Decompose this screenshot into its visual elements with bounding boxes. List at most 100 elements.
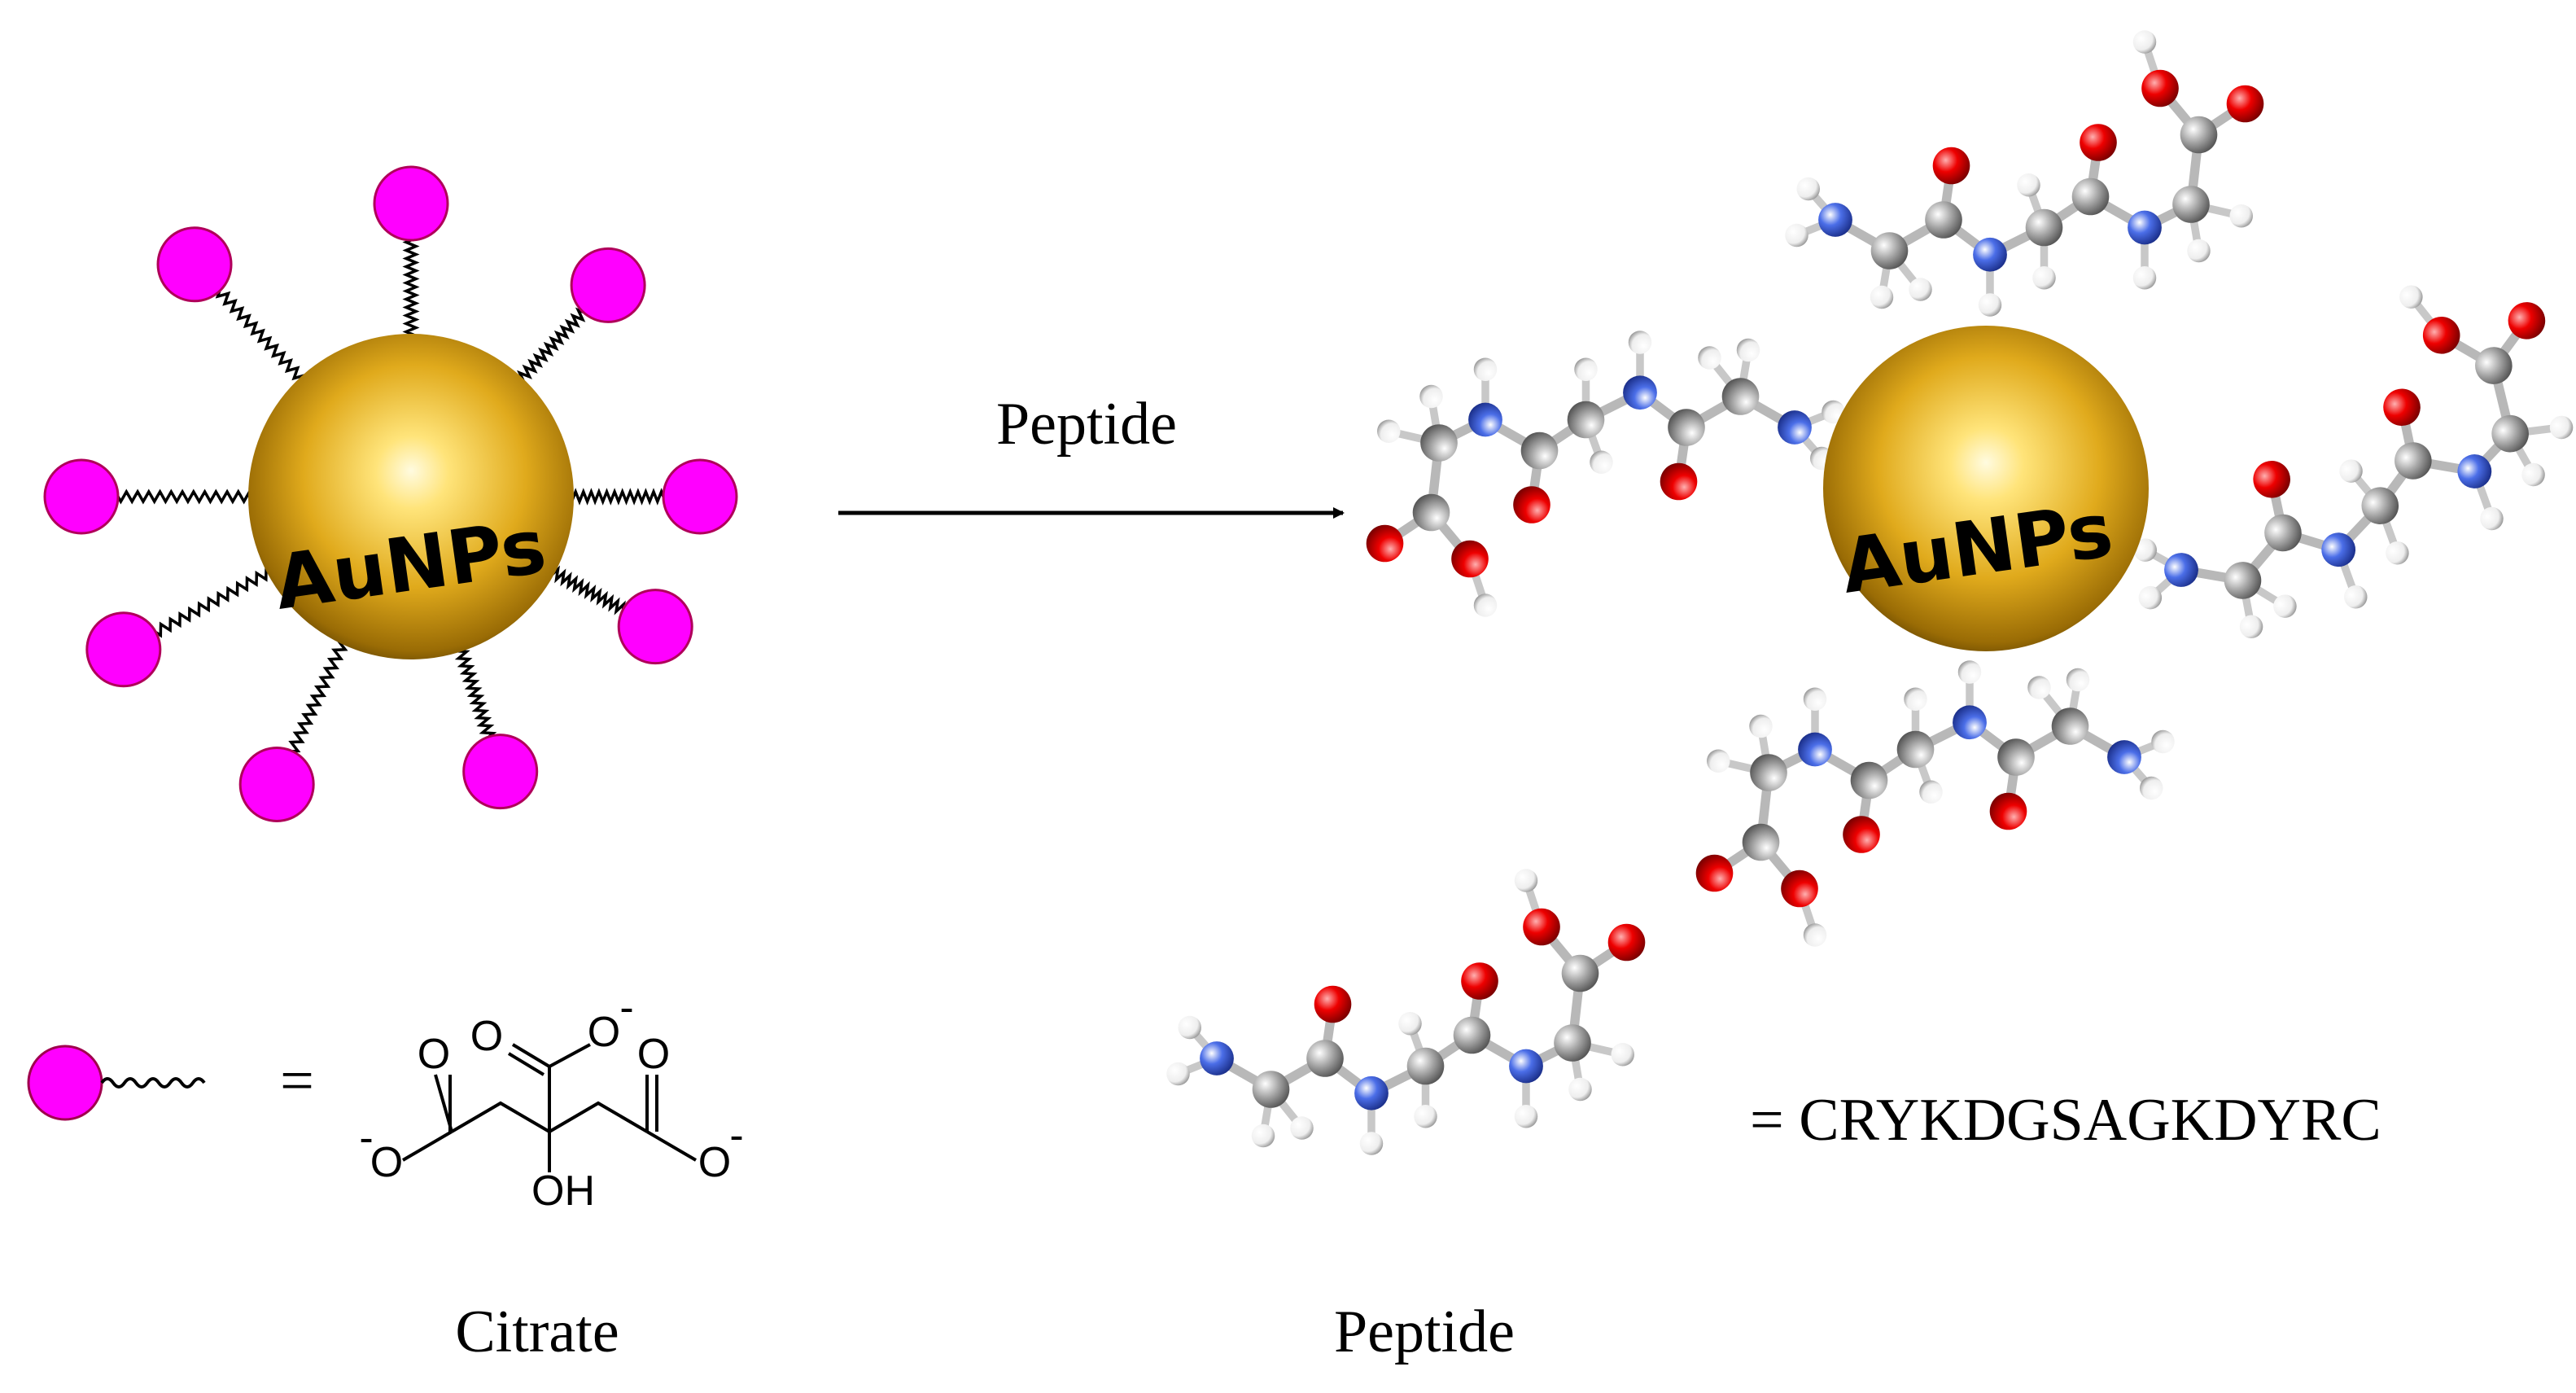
oxygen-atom [1366,524,1404,563]
hydrogen-atom [2132,30,2157,54]
nitrogen-atom [1973,237,2007,272]
nitrogen-atom [1798,732,1832,767]
citrate-legend: = O O - O O - O O - OH Citrate [27,984,744,1365]
carbon-atom [1721,378,1760,415]
ligand-head-1 [373,165,449,242]
oxygen-atom [2422,316,2460,354]
citrate-caption: Citrate [455,1299,619,1365]
hydrogen-atom [2239,615,2263,639]
hydrogen-atom [2399,285,2423,309]
ligand-tail-icon [100,1077,206,1089]
hydrogen-atom [1166,1062,1190,1086]
peptide-legend: = CRYKDGSAGKDYRC Peptide [1166,869,2381,1365]
ligand-tail-8 [288,638,348,753]
hydrogen-atom [2138,585,2163,610]
hydrogen-atom [1909,278,1932,301]
peptide-caption: Peptide [1334,1299,1515,1365]
nitrogen-atom [2164,553,2198,587]
oxygen-atom [2253,460,2290,498]
oxygen-atom [1314,985,1352,1023]
carbon-atom [1896,730,1935,769]
nitrogen-atom [2457,454,2492,488]
citrate-o-top-charge: O [588,1009,620,1056]
ligand-head-icon [27,1045,103,1121]
citrate-o-left-charge: O [370,1139,403,1186]
hydrogen-atom [1398,1012,1422,1036]
hydrogen-atom [1473,357,1498,381]
hydrogen-atom [2339,459,2363,483]
ligand-head-3 [570,247,646,323]
carbon-atom [1668,409,1705,446]
hydrogen-atom [2229,204,2253,228]
ligand-tail-2 [215,291,308,381]
carbon-atom [2025,208,2063,247]
oxygen-atom [2508,302,2546,339]
oxygen-atom [1523,908,1560,946]
hydrogen-atom [2344,585,2368,609]
gold-nanoparticle-left [248,334,574,659]
citrate-oh: OH [531,1167,595,1215]
hydrogen-atom [2521,462,2545,487]
peptide-ball-stick-model [1166,869,1646,1155]
hydrogen-atom [2187,239,2211,263]
oxygen-atom [1932,147,1970,185]
carbon-atom [1750,754,1787,791]
hydrogen-atom [1698,346,1721,370]
nitrogen-atom [1509,1049,1543,1084]
citrate-structure [401,1043,698,1172]
hydrogen-atom [2549,415,2574,440]
carbon-atom [2491,414,2529,453]
oxygen-atom [1451,540,1489,578]
citrate-minus-top: - [619,984,633,1032]
hydrogen-atom [1514,1105,1538,1128]
hydrogen-atom [1822,400,1845,424]
hydrogen-atom [1290,1116,1314,1140]
citrate-ligands [43,165,738,822]
oxygen-atom [1843,816,1880,853]
hydrogen-atom [1628,331,1652,354]
carbon-atom [1870,232,1909,269]
ligand-head-7 [617,589,693,665]
carbon-atom [1561,954,1599,992]
nitrogen-atom [2107,740,2141,774]
nitrogen-atom [1623,375,1657,410]
carbon-atom [2224,562,2262,599]
peptide-bottom [1695,660,2175,947]
hydrogen-atom [1359,1132,1384,1155]
carbon-atom [2172,186,2210,223]
ligand-head-2 [156,226,233,303]
hydrogen-atom [2151,729,2175,754]
hydrogen-atom [1414,1105,1437,1128]
oxygen-atom [2080,124,2117,161]
nitrogen-atom [2321,532,2356,567]
ligand-head-4 [43,458,120,535]
ligand-tail-7 [548,565,626,615]
bound-peptides [1366,30,2574,947]
carbon-atom [1406,1047,1445,1085]
carbon-atom [1742,823,1780,861]
hydrogen-atom [2386,541,2409,565]
carbon-atom [2264,514,2302,552]
citrate-equals: = [280,1048,314,1115]
carbon-atom [1925,201,1962,239]
hydrogen-atom [1178,1015,1201,1040]
citrate-minus-right: - [729,1112,743,1159]
hydrogen-atom [1803,923,1827,947]
ligand-head-5 [662,458,738,535]
hydrogen-atom [2480,506,2504,531]
ligand-head-6 [85,611,162,688]
oxygen-atom [1461,962,1498,1000]
nitrogen-atom [1953,705,1987,740]
oxygen-atom [1660,462,1698,501]
hydrogen-atom [1251,1124,1275,1148]
oxygen-atom [1781,870,1818,908]
hydrogen-atom [2132,266,2157,290]
oxygen-atom [2383,388,2421,427]
hydrogen-atom [1514,869,1538,892]
ligand-head-9 [462,734,539,810]
hydrogen-atom [2017,173,2040,197]
oxygen-atom [2226,85,2264,123]
carbon-atom [2180,116,2218,154]
ligand-tail-3 [517,307,586,385]
